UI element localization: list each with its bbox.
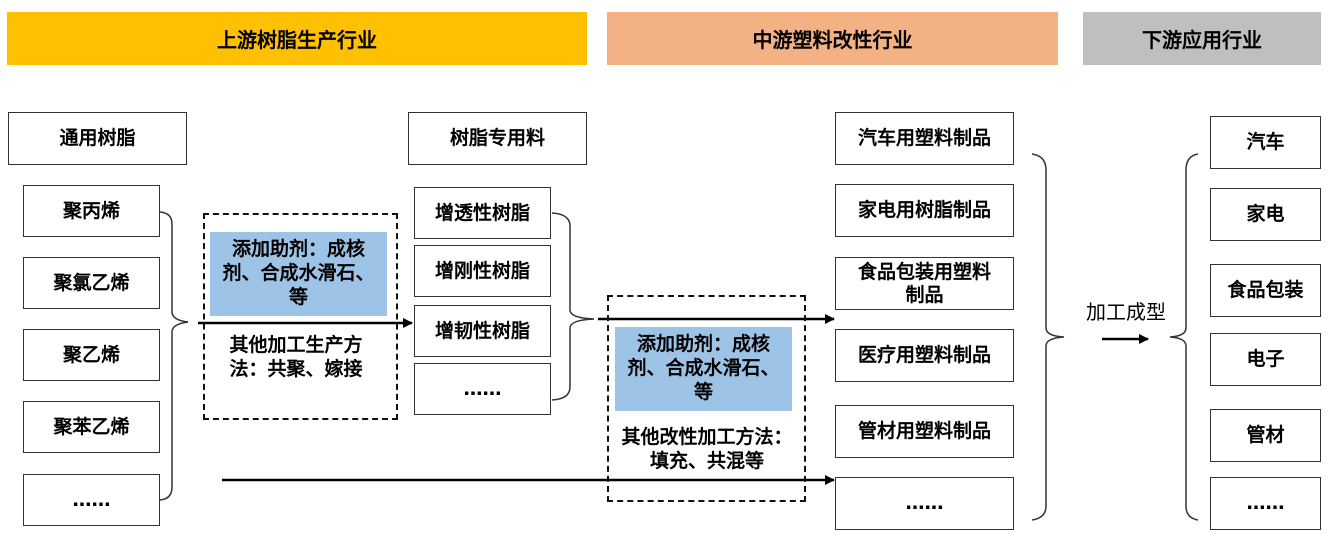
special-resin-item: 增韧性树脂: [414, 305, 551, 357]
products-bracket: [1031, 153, 1065, 521]
midstream-other-methods: 其他改性加工方法：填充、共混等: [621, 426, 793, 472]
product-item: 医疗用塑料制品: [835, 329, 1014, 382]
special-resin-item: ……: [414, 363, 551, 415]
general-resin-item: 聚乙烯: [23, 329, 160, 381]
downstream-item: 家电: [1210, 188, 1321, 241]
downstream-item: 管材: [1210, 409, 1321, 462]
product-item: 管材用塑料制品: [835, 405, 1014, 458]
downstream-header: 下游应用行业: [1083, 12, 1321, 65]
special-resin-title: 树脂专用料: [408, 112, 587, 165]
processing-label: 加工成型: [1086, 300, 1166, 324]
downstream-item: ……: [1210, 477, 1321, 530]
special-resin-item: 增透性树脂: [414, 187, 551, 239]
special-resin-item: 增刚性树脂: [414, 245, 551, 297]
general-resin-bracket: [159, 211, 189, 501]
product-item: 食品包装用塑料制品: [835, 257, 1014, 310]
upstream-process-box: [203, 213, 398, 420]
upstream-additive-note: 添加助剂：成核剂、合成水滑石、等: [210, 232, 387, 316]
product-item: ……: [835, 477, 1014, 530]
general-resin-item: 聚丙烯: [23, 185, 160, 237]
general-resin-item: 聚氯乙烯: [23, 257, 160, 309]
midstream-header: 中游塑料改性行业: [607, 12, 1058, 65]
general-resin-item: ……: [23, 474, 160, 526]
downstream-item: 电子: [1210, 333, 1321, 386]
product-item: 家电用树脂制品: [835, 184, 1014, 237]
midstream-process-box: [607, 295, 806, 502]
downstream-bracket: [1169, 153, 1199, 521]
special-resin-bracket: [551, 212, 595, 401]
midstream-additive-note: 添加助剂：成核剂、合成水滑石、等: [615, 327, 792, 411]
downstream-item: 食品包装: [1210, 264, 1321, 317]
general-resin-item: 聚苯乙烯: [23, 401, 160, 453]
upstream-header: 上游树脂生产行业: [7, 12, 587, 65]
product-item: 汽车用塑料制品: [835, 112, 1014, 165]
general-resin-title: 通用树脂: [8, 112, 187, 165]
upstream-other-methods: 其他加工生产方法：共聚、嫁接: [229, 334, 363, 380]
downstream-item: 汽车: [1210, 116, 1321, 169]
